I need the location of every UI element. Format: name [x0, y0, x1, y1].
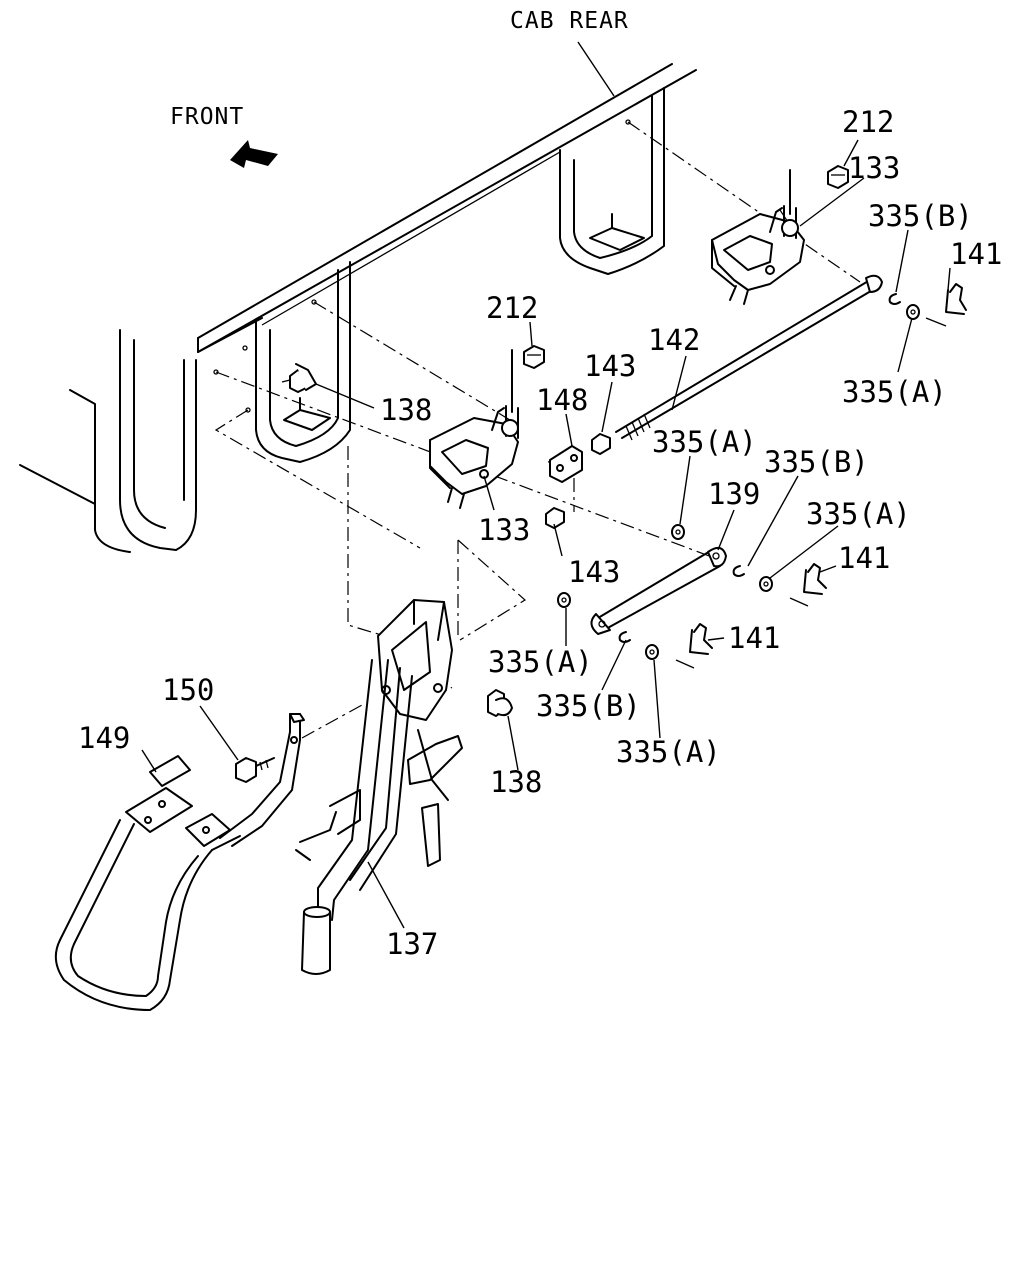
front-arrow-icon: [230, 140, 278, 168]
label-335b-1: 335(B): [868, 199, 973, 233]
nut-212-right: [827, 165, 849, 189]
label-335a-1: 335(A): [842, 375, 947, 409]
cab-rear-frame: [19, 63, 697, 553]
nut-143-upper: [591, 433, 611, 455]
nut-143-lower: [545, 507, 565, 529]
label-143-lower: 143: [568, 555, 620, 589]
clip-335b-1: [888, 293, 901, 305]
pin-141-1: [925, 283, 967, 327]
washer-335a-3: [759, 576, 773, 592]
label-335a-3: 335(A): [806, 497, 911, 531]
pin-141-3: [675, 623, 713, 669]
clip-335b-2: [732, 565, 745, 577]
label-139: 139: [708, 477, 760, 511]
label-138-upper: 138: [380, 393, 432, 427]
label-133-left: 133: [478, 513, 530, 547]
label-335a-2: 335(A): [652, 425, 757, 459]
label-212-left: 212: [486, 291, 538, 325]
front-label: FRONT: [170, 104, 244, 130]
latch-assembly-left: [429, 349, 519, 509]
label-143-upper: 143: [584, 349, 636, 383]
label-335a-4: 335(A): [488, 645, 593, 679]
washer-335a-1: [906, 304, 920, 320]
washer-335a-5: [645, 644, 659, 660]
bolt-150: [235, 757, 275, 783]
bracket-148: [549, 445, 583, 483]
label-150: 150: [162, 673, 214, 707]
label-212-right: 212: [842, 105, 894, 139]
nut-212-left: [523, 345, 545, 369]
label-138-lower: 138: [490, 765, 542, 799]
bolt-138-lower: [487, 689, 513, 717]
pin-141-2: [789, 563, 827, 607]
label-149: 149: [78, 721, 130, 755]
label-141-1: 141: [950, 237, 1002, 271]
label-141-2: 141: [838, 541, 890, 575]
washer-335a-2: [671, 524, 685, 540]
label-141-3: 141: [728, 621, 780, 655]
rod-142: [615, 274, 883, 441]
label-148: 148: [536, 383, 588, 417]
label-335b-3: 335(B): [536, 689, 641, 723]
label-137: 137: [386, 927, 438, 961]
leader-lines: [141, 41, 951, 929]
cab-rear-label: CAB REAR: [510, 8, 629, 34]
lever-137: [295, 599, 463, 975]
bolt-138-upper: [281, 363, 317, 393]
rod-139: [590, 546, 727, 635]
label-133-right: 133: [848, 151, 900, 185]
label-142: 142: [648, 323, 700, 357]
step-149: [54, 713, 305, 1011]
washer-335a-4: [557, 592, 571, 608]
label-335a-5: 335(A): [616, 735, 721, 769]
label-335b-2: 335(B): [764, 445, 869, 479]
part-labels: CAB REAR FRONT 212 133 335(B) 141 335(A)…: [78, 8, 1002, 961]
latch-assembly-right: [711, 169, 805, 305]
clip-335b-3: [618, 631, 631, 643]
